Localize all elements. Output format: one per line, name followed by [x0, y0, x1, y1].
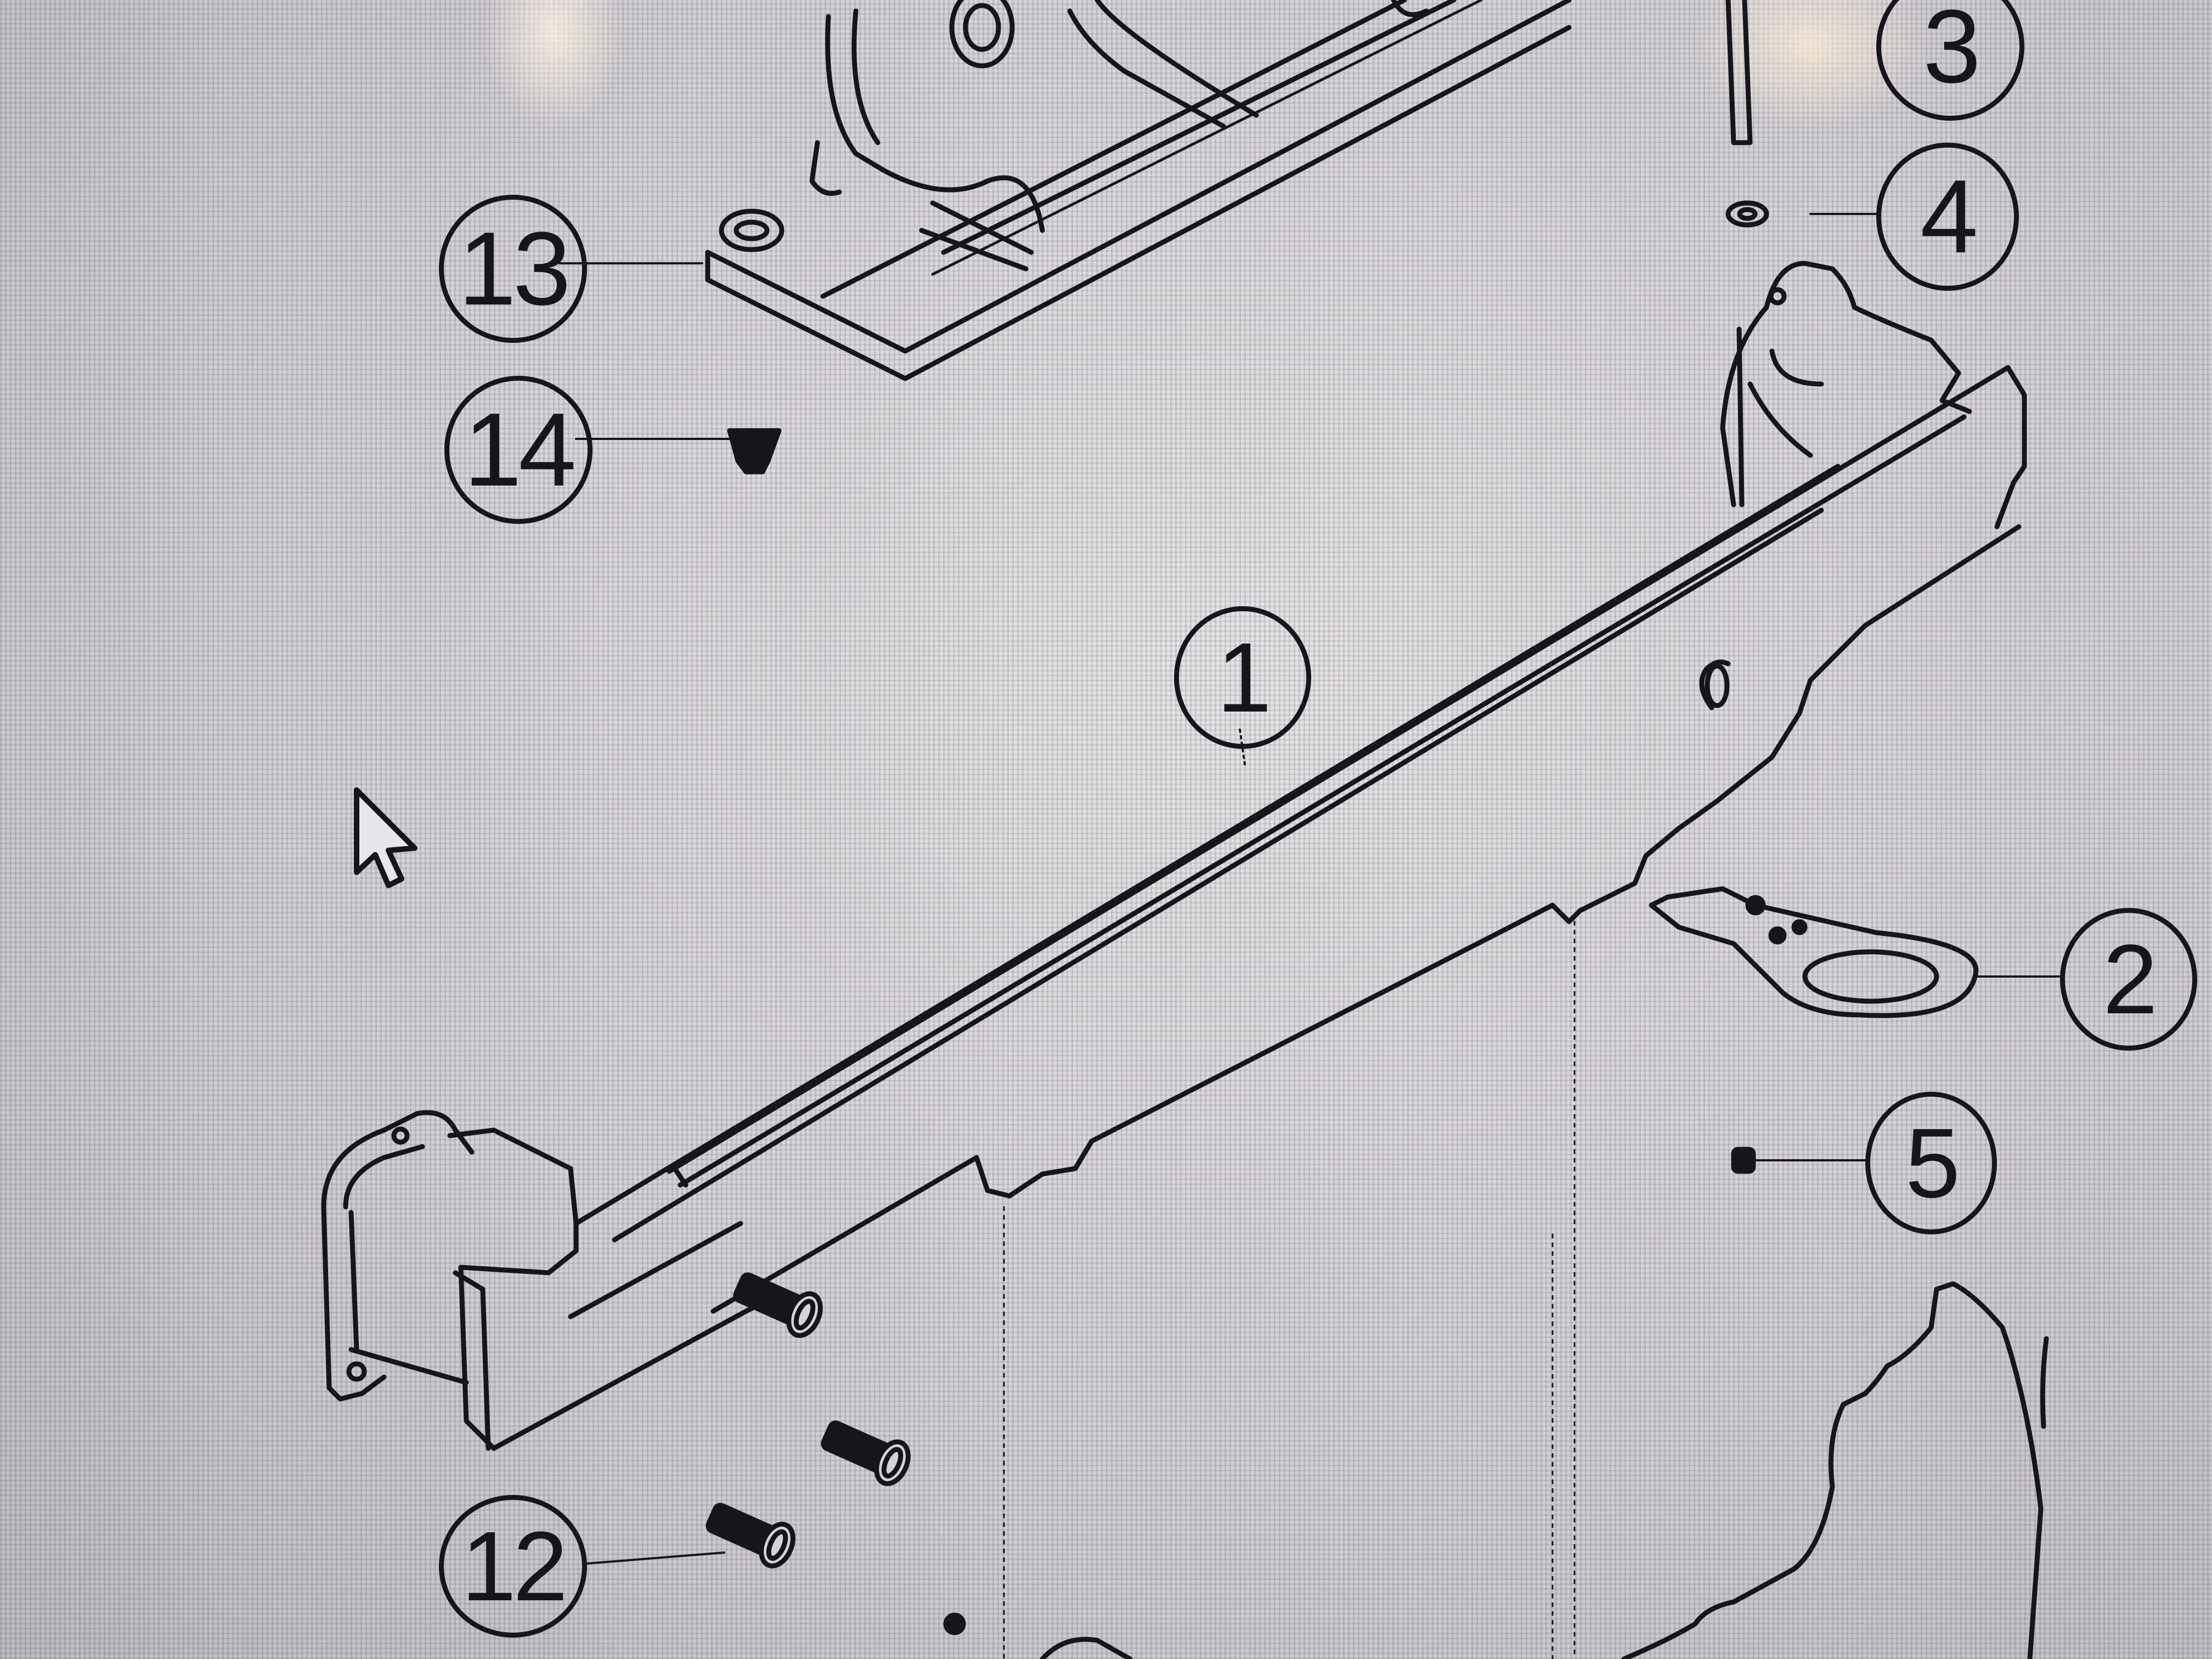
callout-5[interactable]: 5 — [1865, 1092, 1997, 1234]
screen-glare — [483, 0, 625, 132]
callout-4-label: 4 — [1920, 159, 1978, 275]
callout-12[interactable]: 12 — [439, 1495, 587, 1638]
lower-right-component — [1551, 1233, 2049, 1659]
callout-2-label: 2 — [2102, 924, 2158, 1035]
leader-lines — [558, 213, 1877, 1565]
upper-bracket-assembly — [705, 0, 1572, 381]
callout-14-label: 14 — [464, 392, 576, 508]
callout-13-label: 13 — [458, 211, 571, 327]
callout-1-label: 1 — [1216, 622, 1272, 733]
callout-13[interactable]: 13 — [439, 195, 587, 343]
mouse-cursor-icon — [354, 787, 417, 888]
callout-4[interactable]: 4 — [1876, 143, 2019, 291]
small-screw-14 — [727, 428, 782, 475]
callout-3[interactable]: 3 — [1876, 0, 2024, 121]
callout-14[interactable]: 14 — [444, 376, 592, 524]
callout-1[interactable]: 1 — [1174, 606, 1311, 749]
callout-2[interactable]: 2 — [2060, 908, 2197, 1051]
mounting-bracket-plate — [1649, 886, 2064, 1018]
callout-12-label: 12 — [461, 1511, 568, 1622]
pin-and-washer — [1725, 0, 1769, 228]
callout-5-label: 5 — [1905, 1108, 1960, 1218]
small-nut-5 — [1731, 1147, 1866, 1174]
bolts-12 — [706, 1272, 1133, 1659]
callout-3-label: 3 — [1923, 0, 1981, 105]
